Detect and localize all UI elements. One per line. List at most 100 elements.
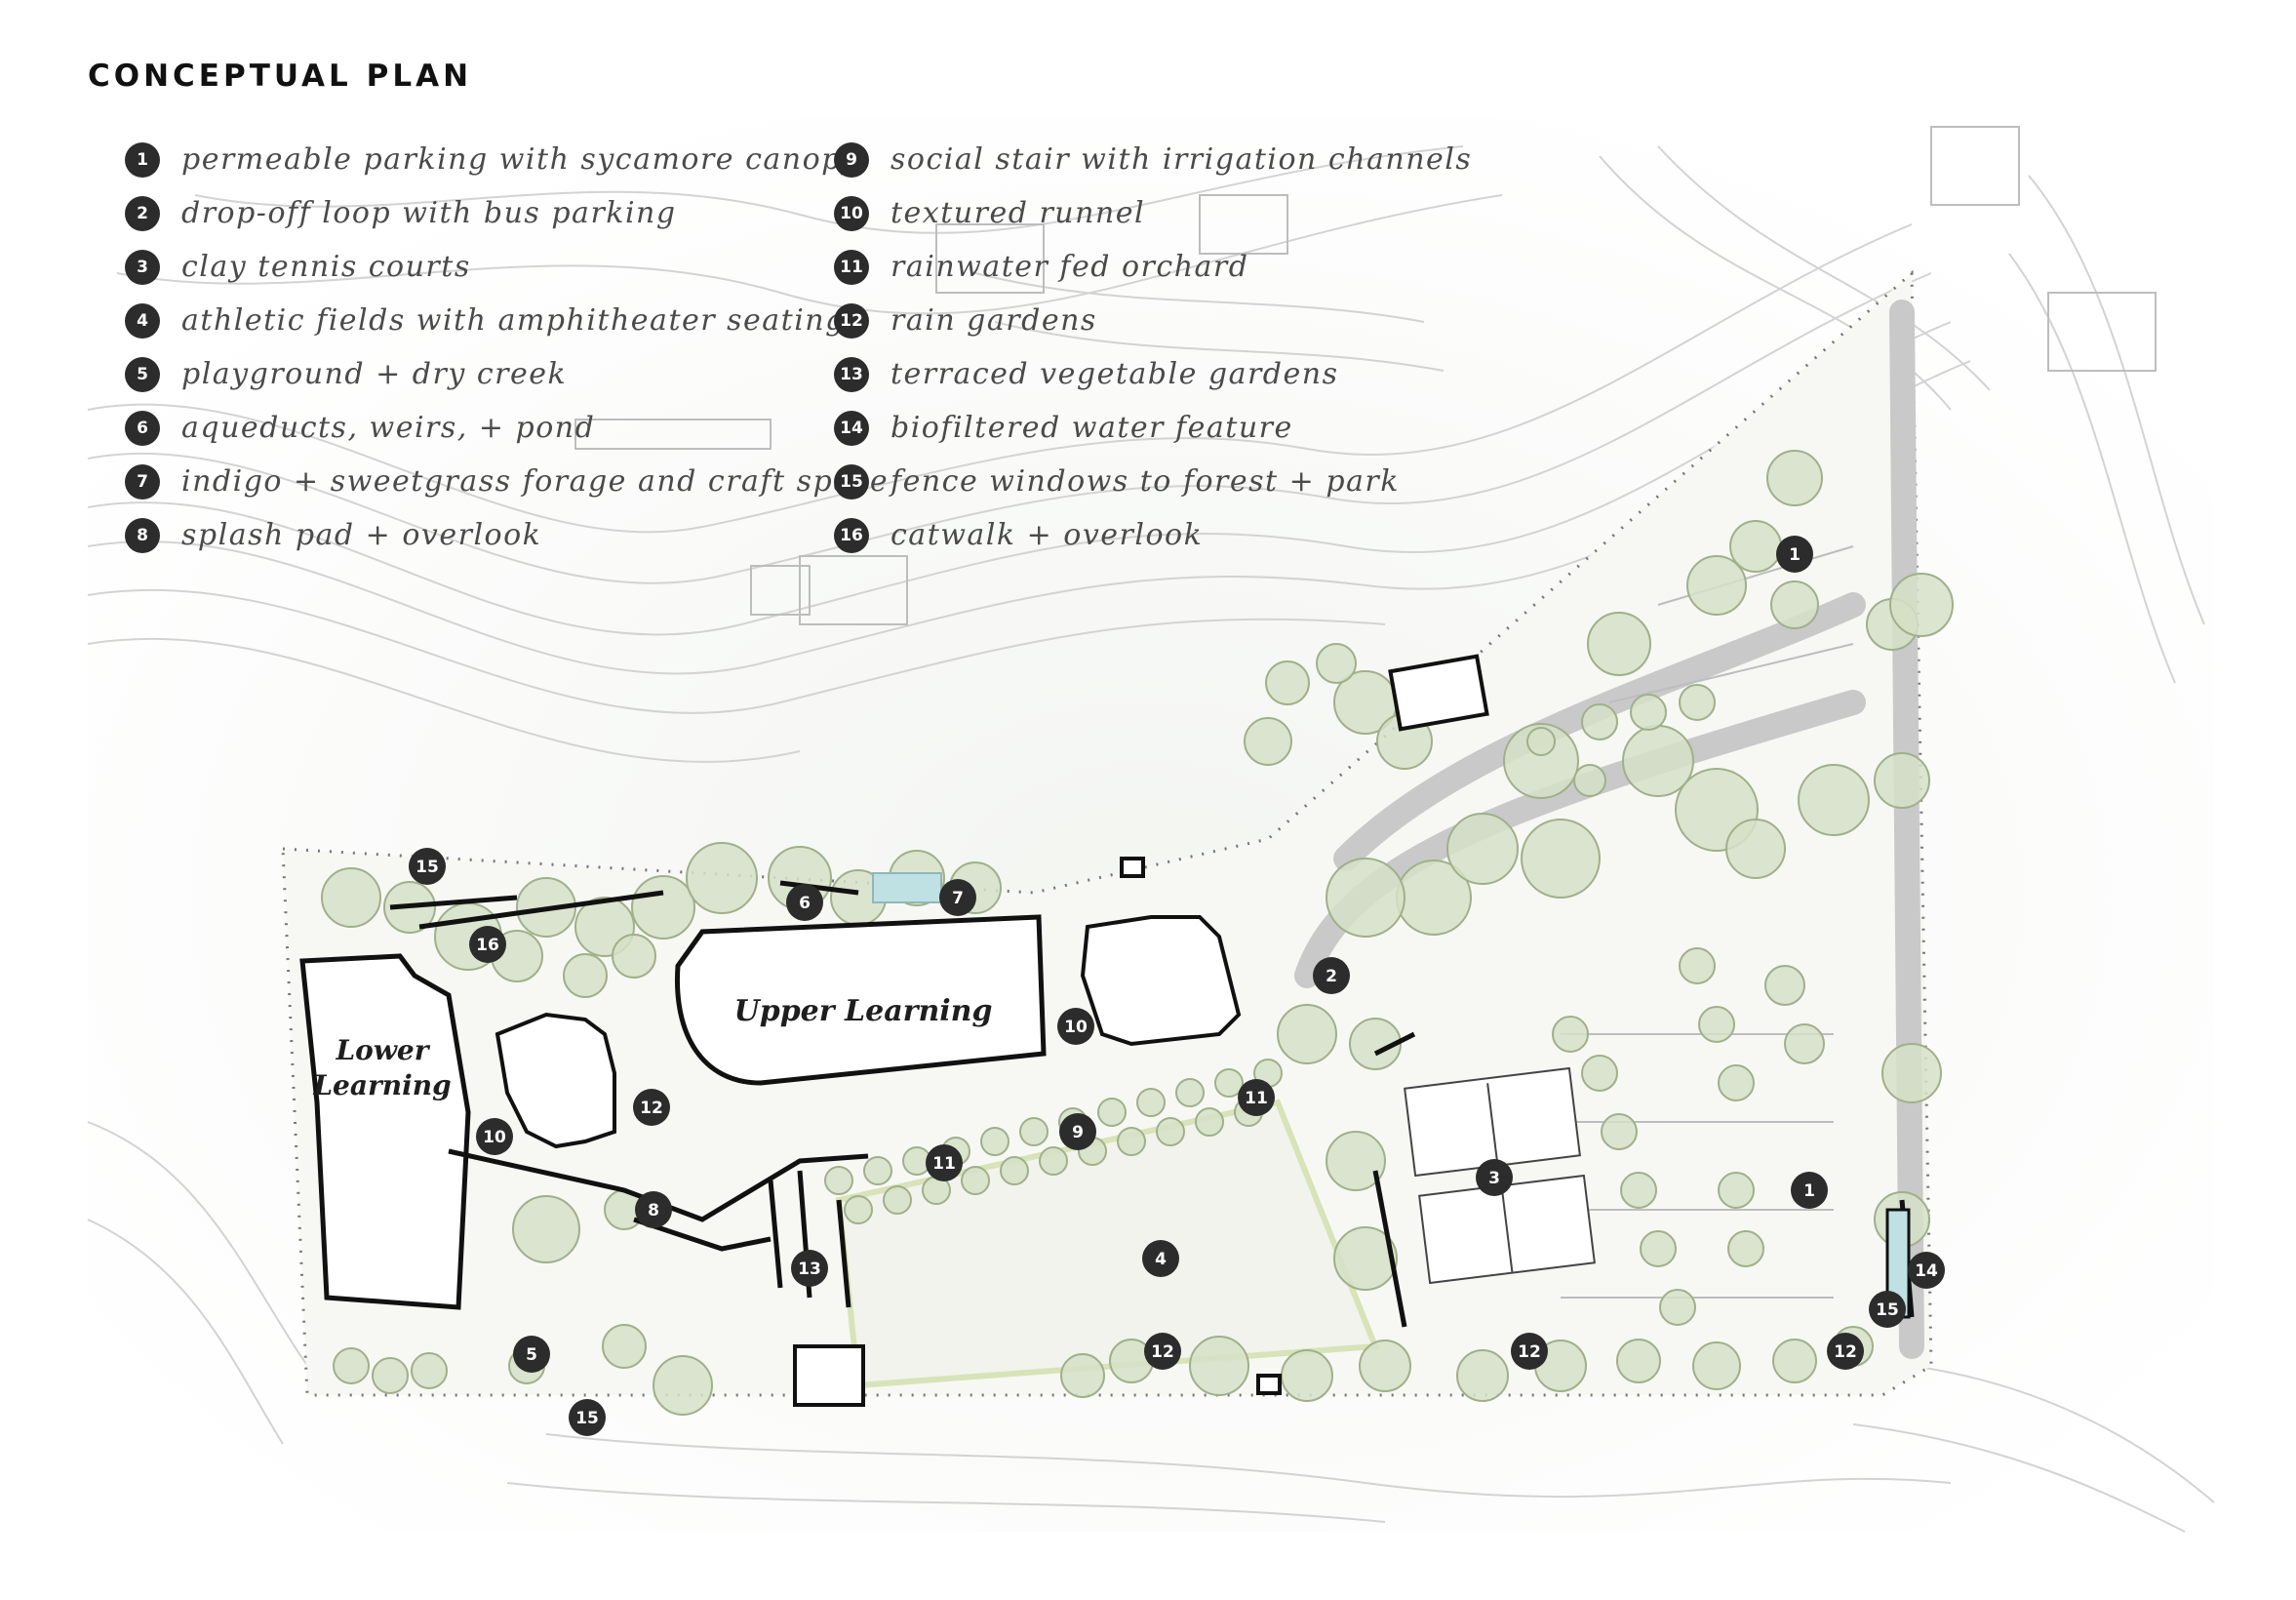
legend-item: 12 rain gardens xyxy=(834,294,1472,347)
lower-learning-building xyxy=(299,953,471,1310)
svg-text:12: 12 xyxy=(640,1099,663,1118)
legend-item: 5 playground + dry creek xyxy=(125,347,889,401)
svg-text:11: 11 xyxy=(932,1154,956,1174)
classroom-building-west xyxy=(495,1012,616,1149)
marker-12-building[interactable]: 12 xyxy=(633,1089,670,1126)
svg-text:3: 3 xyxy=(1488,1169,1500,1188)
legend-number: 12 xyxy=(834,302,869,339)
marker-1-north[interactable]: 1 xyxy=(1776,536,1813,573)
svg-text:13: 13 xyxy=(798,1260,821,1279)
marker-2[interactable]: 2 xyxy=(1313,957,1350,994)
legend-number: 5 xyxy=(125,356,160,392)
marker-1-east[interactable]: 1 xyxy=(1791,1172,1828,1209)
marker-11-east[interactable]: 11 xyxy=(1238,1079,1275,1116)
legend-number: 15 xyxy=(834,463,869,500)
svg-text:14: 14 xyxy=(1915,1261,1938,1281)
marker-14[interactable]: 14 xyxy=(1908,1252,1945,1289)
legend-item: 13 terraced vegetable gardens xyxy=(834,347,1472,401)
marker-10-east[interactable]: 10 xyxy=(1057,1008,1094,1045)
svg-text:12: 12 xyxy=(1518,1342,1541,1362)
marker-12-extra[interactable]: 12 xyxy=(1471,990,1494,1010)
legend-text: indigo + sweetgrass forage and craft spa… xyxy=(181,464,890,499)
legend-number: 9 xyxy=(834,141,869,178)
legend-number: 1 xyxy=(125,141,160,178)
legend-text: biofiltered water feature xyxy=(891,411,1293,445)
marker-15-east[interactable]: 15 xyxy=(1869,1291,1906,1328)
legend-number: 2 xyxy=(125,195,160,231)
classroom-building-east xyxy=(1080,915,1242,1047)
marker-12-southeast[interactable]: 12 xyxy=(1827,1333,1864,1370)
marker-6[interactable]: 6 xyxy=(786,884,823,921)
marker-3[interactable]: 3 xyxy=(1476,1159,1513,1196)
svg-text:1: 1 xyxy=(1789,545,1801,565)
upper-learning-building xyxy=(674,914,1047,1086)
neighbor-structures xyxy=(574,126,2157,625)
legend-text: splash pad + overlook xyxy=(181,518,542,552)
marker-4[interactable]: 4 xyxy=(1142,1240,1179,1277)
svg-text:7: 7 xyxy=(952,889,964,908)
svg-text:6: 6 xyxy=(799,894,811,913)
svg-text:11: 11 xyxy=(1245,1089,1268,1108)
svg-text:5: 5 xyxy=(526,1345,537,1365)
legend-number: 13 xyxy=(834,356,869,392)
svg-text:16: 16 xyxy=(476,936,499,955)
marker-7[interactable]: 7 xyxy=(939,879,976,916)
marker-12-courts[interactable]: 12 xyxy=(1511,1333,1548,1370)
legend-text: aqueducts, weirs, + pond xyxy=(181,411,596,445)
minor-structures xyxy=(793,654,1489,1407)
marker-12-field[interactable]: 12 xyxy=(1144,1333,1181,1370)
legend-item: 1 permeable parking with sycamore canopy xyxy=(125,133,889,186)
upper-learning-label: Upper Learning xyxy=(734,994,993,1028)
svg-text:10: 10 xyxy=(1064,1018,1088,1037)
legend-number: 11 xyxy=(834,249,869,285)
legend-text: catwalk + overlook xyxy=(891,518,1204,552)
legend-text: drop-off loop with bus parking xyxy=(181,196,677,230)
legend-text: terraced vegetable gardens xyxy=(891,357,1339,391)
lower-learning-label-line2: Learning xyxy=(312,1069,451,1101)
marker-9[interactable]: 9 xyxy=(1059,1113,1096,1150)
svg-text:2: 2 xyxy=(1326,967,1337,986)
svg-text:4: 4 xyxy=(1155,1250,1167,1269)
svg-text:12: 12 xyxy=(1151,1342,1174,1362)
legend-text: rainwater fed orchard xyxy=(891,250,1249,284)
page-title: CONCEPTUAL PLAN xyxy=(88,59,473,94)
svg-text:10: 10 xyxy=(483,1128,506,1147)
marker-16[interactable]: 16 xyxy=(469,926,506,963)
svg-text:8: 8 xyxy=(648,1201,659,1220)
marker-8[interactable]: 8 xyxy=(635,1191,672,1228)
legend-number: 7 xyxy=(125,463,160,500)
marker-11-west[interactable]: 11 xyxy=(926,1144,963,1181)
legend-item: 11 rainwater fed orchard xyxy=(834,240,1472,294)
svg-text:15: 15 xyxy=(575,1409,599,1428)
tennis-courts xyxy=(1404,1066,1596,1285)
marker-15-south[interactable]: 15 xyxy=(569,1399,606,1436)
marker-13[interactable]: 13 xyxy=(791,1250,828,1287)
marker-15-northwest[interactable]: 15 xyxy=(409,848,446,885)
lower-learning-label-line1: Lower xyxy=(335,1034,430,1066)
marker-5[interactable]: 5 xyxy=(513,1336,550,1373)
legend-text: permeable parking with sycamore canopy xyxy=(181,142,860,177)
legend-number: 4 xyxy=(125,302,160,339)
legend-text: textured runnel xyxy=(891,196,1146,230)
legend-number: 8 xyxy=(125,517,160,553)
legend-item: 16 catwalk + overlook xyxy=(834,508,1472,562)
svg-text:1: 1 xyxy=(1803,1181,1815,1201)
legend-text: playground + dry creek xyxy=(181,357,568,391)
contour-lines xyxy=(87,145,2215,1533)
legend-number: 16 xyxy=(834,517,869,553)
marker-10-west[interactable]: 10 xyxy=(476,1118,513,1155)
legend-text: rain gardens xyxy=(891,303,1097,338)
legend-text: clay tennis courts xyxy=(181,250,471,284)
svg-text:9: 9 xyxy=(1072,1123,1084,1142)
walls-and-fences xyxy=(389,880,1915,1328)
pond xyxy=(872,872,942,903)
